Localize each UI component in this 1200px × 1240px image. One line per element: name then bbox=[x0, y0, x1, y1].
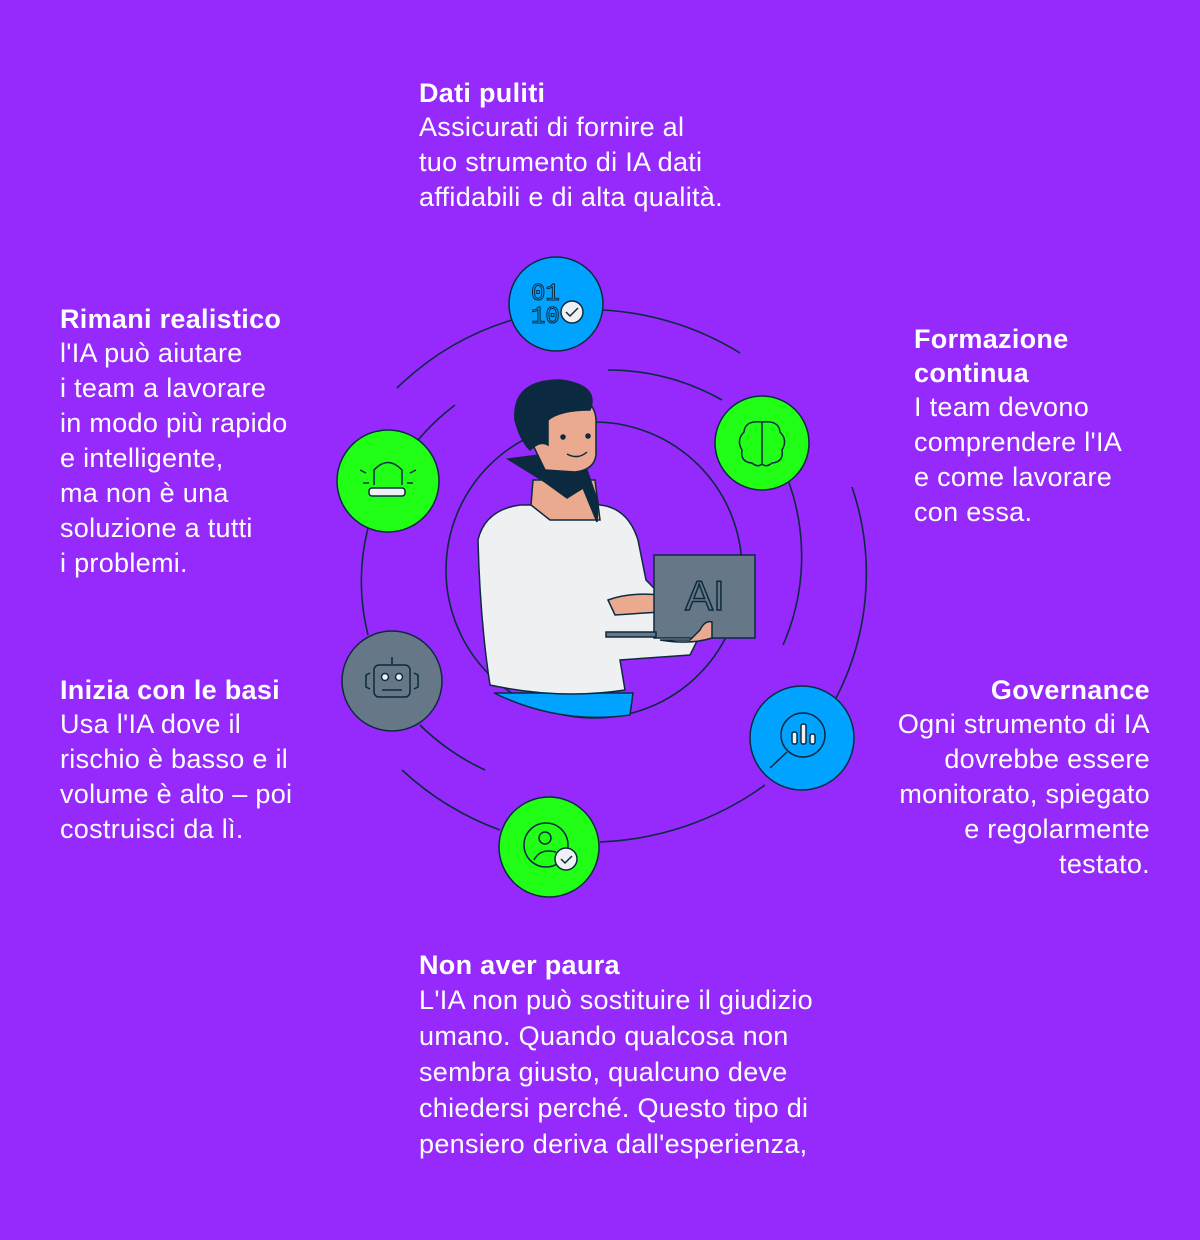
item-non-aver-paura: Non aver paura L'IA non può sostituire i… bbox=[419, 948, 813, 1162]
item-text: L'IA non può sostituire il giudizio uman… bbox=[419, 985, 813, 1159]
orbit-arc bbox=[601, 309, 741, 354]
user-check-icon bbox=[498, 796, 600, 898]
magnifier-chart-icon bbox=[749, 685, 855, 791]
item-title: Dati puliti bbox=[419, 78, 546, 108]
item-title: Rimani realistico bbox=[60, 304, 282, 334]
item-governance: Governance Ogni strumento di IA dovrebbe… bbox=[898, 673, 1150, 882]
item-text: Usa l'IA dove il rischio è basso e il vo… bbox=[60, 709, 293, 844]
item-text: l'IA può aiutare i team a lavorare in mo… bbox=[60, 338, 288, 578]
person-illustration: AI bbox=[477, 379, 756, 719]
orbit-arc bbox=[401, 769, 501, 831]
item-rimani-realistico: Rimani realistico l'IA può aiutare i tea… bbox=[60, 302, 288, 581]
orbit-arc bbox=[360, 527, 369, 636]
item-text: Ogni strumento di IA dovrebbe essere mon… bbox=[897, 709, 1150, 879]
item-text: I team devono comprendere l'IA e come la… bbox=[914, 392, 1123, 527]
orbit-arc bbox=[834, 486, 868, 701]
item-title: Governance bbox=[990, 675, 1150, 705]
laptop-ai-label: AI bbox=[685, 572, 725, 619]
binary-check-icon: 01 10 bbox=[508, 256, 604, 352]
orbit-arc bbox=[782, 479, 803, 646]
robot-icon bbox=[341, 630, 443, 732]
item-title: Inizia con le basi bbox=[60, 675, 280, 705]
alarm-light-icon bbox=[336, 429, 440, 533]
orbit-arc bbox=[419, 724, 486, 771]
brain-circuit-icon bbox=[714, 395, 810, 491]
orbit-arc bbox=[417, 404, 456, 441]
orbit-arc bbox=[607, 369, 723, 401]
svg-text:10: 10 bbox=[531, 304, 560, 331]
item-text: Assicurati di fornire al tuo strumento d… bbox=[419, 112, 723, 212]
item-dati-puliti: Dati puliti Assicurati di fornire al tuo… bbox=[419, 76, 723, 215]
item-title: Formazione continua bbox=[914, 324, 1069, 388]
item-inizia-con-le-basi: Inizia con le basi Usa l'IA dove il risc… bbox=[60, 673, 292, 847]
svg-text:01: 01 bbox=[531, 281, 560, 308]
orbit-arc bbox=[599, 784, 766, 843]
item-title: Non aver paura bbox=[419, 950, 620, 980]
item-formazione-continua: Formazione continua I team devono compre… bbox=[914, 322, 1122, 530]
orbit-arc bbox=[396, 319, 513, 389]
